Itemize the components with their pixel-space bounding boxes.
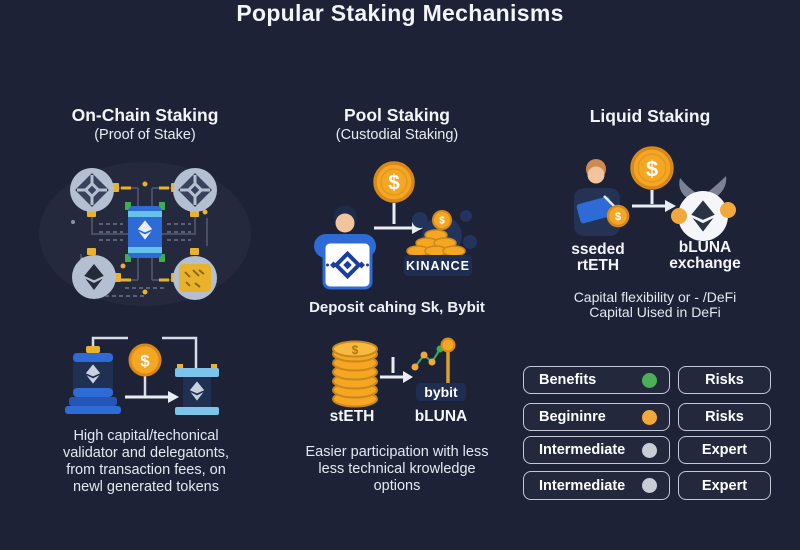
dollar-coin-icon: $: [128, 343, 162, 377]
onchain-caption: High capital/techonical validator and de…: [20, 428, 272, 496]
circuit-dashed-icon: [99, 223, 191, 297]
legend-label: Begininre: [539, 409, 606, 425]
label-line: exchange: [669, 255, 741, 272]
legend-row-intermediate-2: Intermediate: [523, 471, 670, 500]
pool-caption-2: Easier participation with less less tech…: [281, 444, 513, 495]
caption-line: Capital Uised in DeFi: [589, 303, 721, 320]
caption-line: less technical krowledge: [318, 461, 476, 477]
legend-label: Risks: [705, 372, 744, 388]
caption-line: options: [373, 478, 421, 494]
caption-line: validator and delegatonts,: [62, 445, 230, 461]
node-circle-bottom-right: [173, 256, 217, 300]
dollar-sign: $: [388, 172, 400, 195]
dollar-sign: $: [615, 211, 621, 223]
binance-logo-icon: [326, 250, 369, 280]
onchain-heading: On-Chain Staking: [71, 105, 219, 125]
validator-module-icon: [125, 202, 165, 262]
dollar-sign: $: [646, 157, 658, 182]
pool-heading: Pool Staking: [344, 105, 450, 125]
legend-row-risks-1: Risks: [678, 366, 771, 394]
dollar-sign: $: [140, 352, 150, 371]
arrow-right-icon: [380, 371, 413, 383]
liquid-exchange-label: bLUNA exchange: [650, 240, 760, 272]
page-title: Popular Staking Mechanisms: [236, 0, 564, 26]
legend-row-benefits: Benefits: [523, 366, 670, 394]
validator-barrel-icon: [65, 346, 121, 414]
status-dot: [642, 442, 657, 458]
legend-label: Risks: [705, 409, 744, 425]
network-diagram-illustration: [39, 162, 251, 306]
status-dot: [642, 478, 657, 493]
rewards-diagram-illustration: $: [65, 336, 219, 415]
bluna-label: bLUNA: [414, 408, 468, 425]
caption-line: Easier participation with less: [305, 444, 489, 460]
caption-line: from transaction fees, on: [66, 462, 226, 478]
circuit-accent-icon: [121, 186, 169, 282]
dollar-coin-icon: $: [432, 210, 452, 230]
legend-label: Expert: [701, 442, 748, 458]
legend-row-expert-2: Expert: [678, 471, 771, 500]
pool-deposit-illustration: $ $: [314, 161, 477, 290]
person-icon: $: [574, 159, 630, 236]
legend-row-intermediate-1: Intermediate: [523, 436, 670, 464]
arrow-right-icon: [632, 200, 676, 212]
chip-icon: [179, 264, 211, 292]
coin-stack-icon: [332, 340, 378, 408]
pool-swap-illustration: $: [332, 337, 456, 408]
liquid-staking-illustration: $ $: [574, 146, 736, 241]
legend-row-risks-2: Risks: [678, 403, 771, 431]
legend-label: Expert: [701, 477, 748, 494]
status-dot: [642, 409, 657, 425]
bybit-label: bybit: [416, 383, 466, 401]
caption-line: High capital/techonical: [73, 428, 219, 444]
node-circle-top-right: [173, 168, 217, 212]
legend-label: Benefits: [539, 372, 597, 388]
legend-row-expert-1: Expert: [678, 436, 771, 464]
label-line: rtETH: [576, 257, 620, 274]
dollar-coin-icon: $: [606, 204, 630, 228]
label-line: sseded: [571, 241, 625, 258]
chart-icon: [411, 337, 456, 383]
liquid-caption: Capital flexibility or - /DeFi Capital U…: [535, 290, 775, 319]
legend-label: Intermediate: [539, 477, 626, 494]
node-circle-top-left: [70, 168, 114, 212]
legend-row-beginner: Begininre: [523, 403, 670, 431]
coin-pile-icon: $: [406, 210, 477, 257]
person-icon: [314, 205, 376, 290]
delegator-podium-icon: [175, 364, 219, 415]
dollar-coin-icon: $: [630, 146, 674, 190]
status-dot: [642, 372, 657, 388]
pool-subheading: (Custodial Staking): [335, 127, 459, 143]
liquid-heading: Liquid Staking: [589, 106, 711, 126]
pool-caption-1: Deposit cahing Sk, Bybit: [309, 299, 485, 316]
liquid-person-label: sseded rtETH: [558, 242, 638, 274]
dollar-sign: $: [439, 216, 445, 227]
dollar-sign: $: [352, 343, 359, 357]
dollar-coin-icon: $: [373, 161, 415, 203]
steth-label: stETH: [329, 408, 375, 425]
horned-eth-icon: [671, 176, 736, 241]
caption-line: Capital flexibility or - /DeFi: [573, 289, 737, 305]
kinance-label: KINANCE: [404, 255, 472, 276]
label-line: bLUNA: [678, 239, 732, 256]
node-circle-bottom-left: [72, 255, 116, 299]
legend-label: Intermediate: [539, 442, 626, 458]
arrow-right-icon: [125, 391, 179, 403]
caption-line: newl generated tokens: [73, 479, 219, 495]
onchain-subheading: (Proof of Stake): [94, 127, 196, 143]
